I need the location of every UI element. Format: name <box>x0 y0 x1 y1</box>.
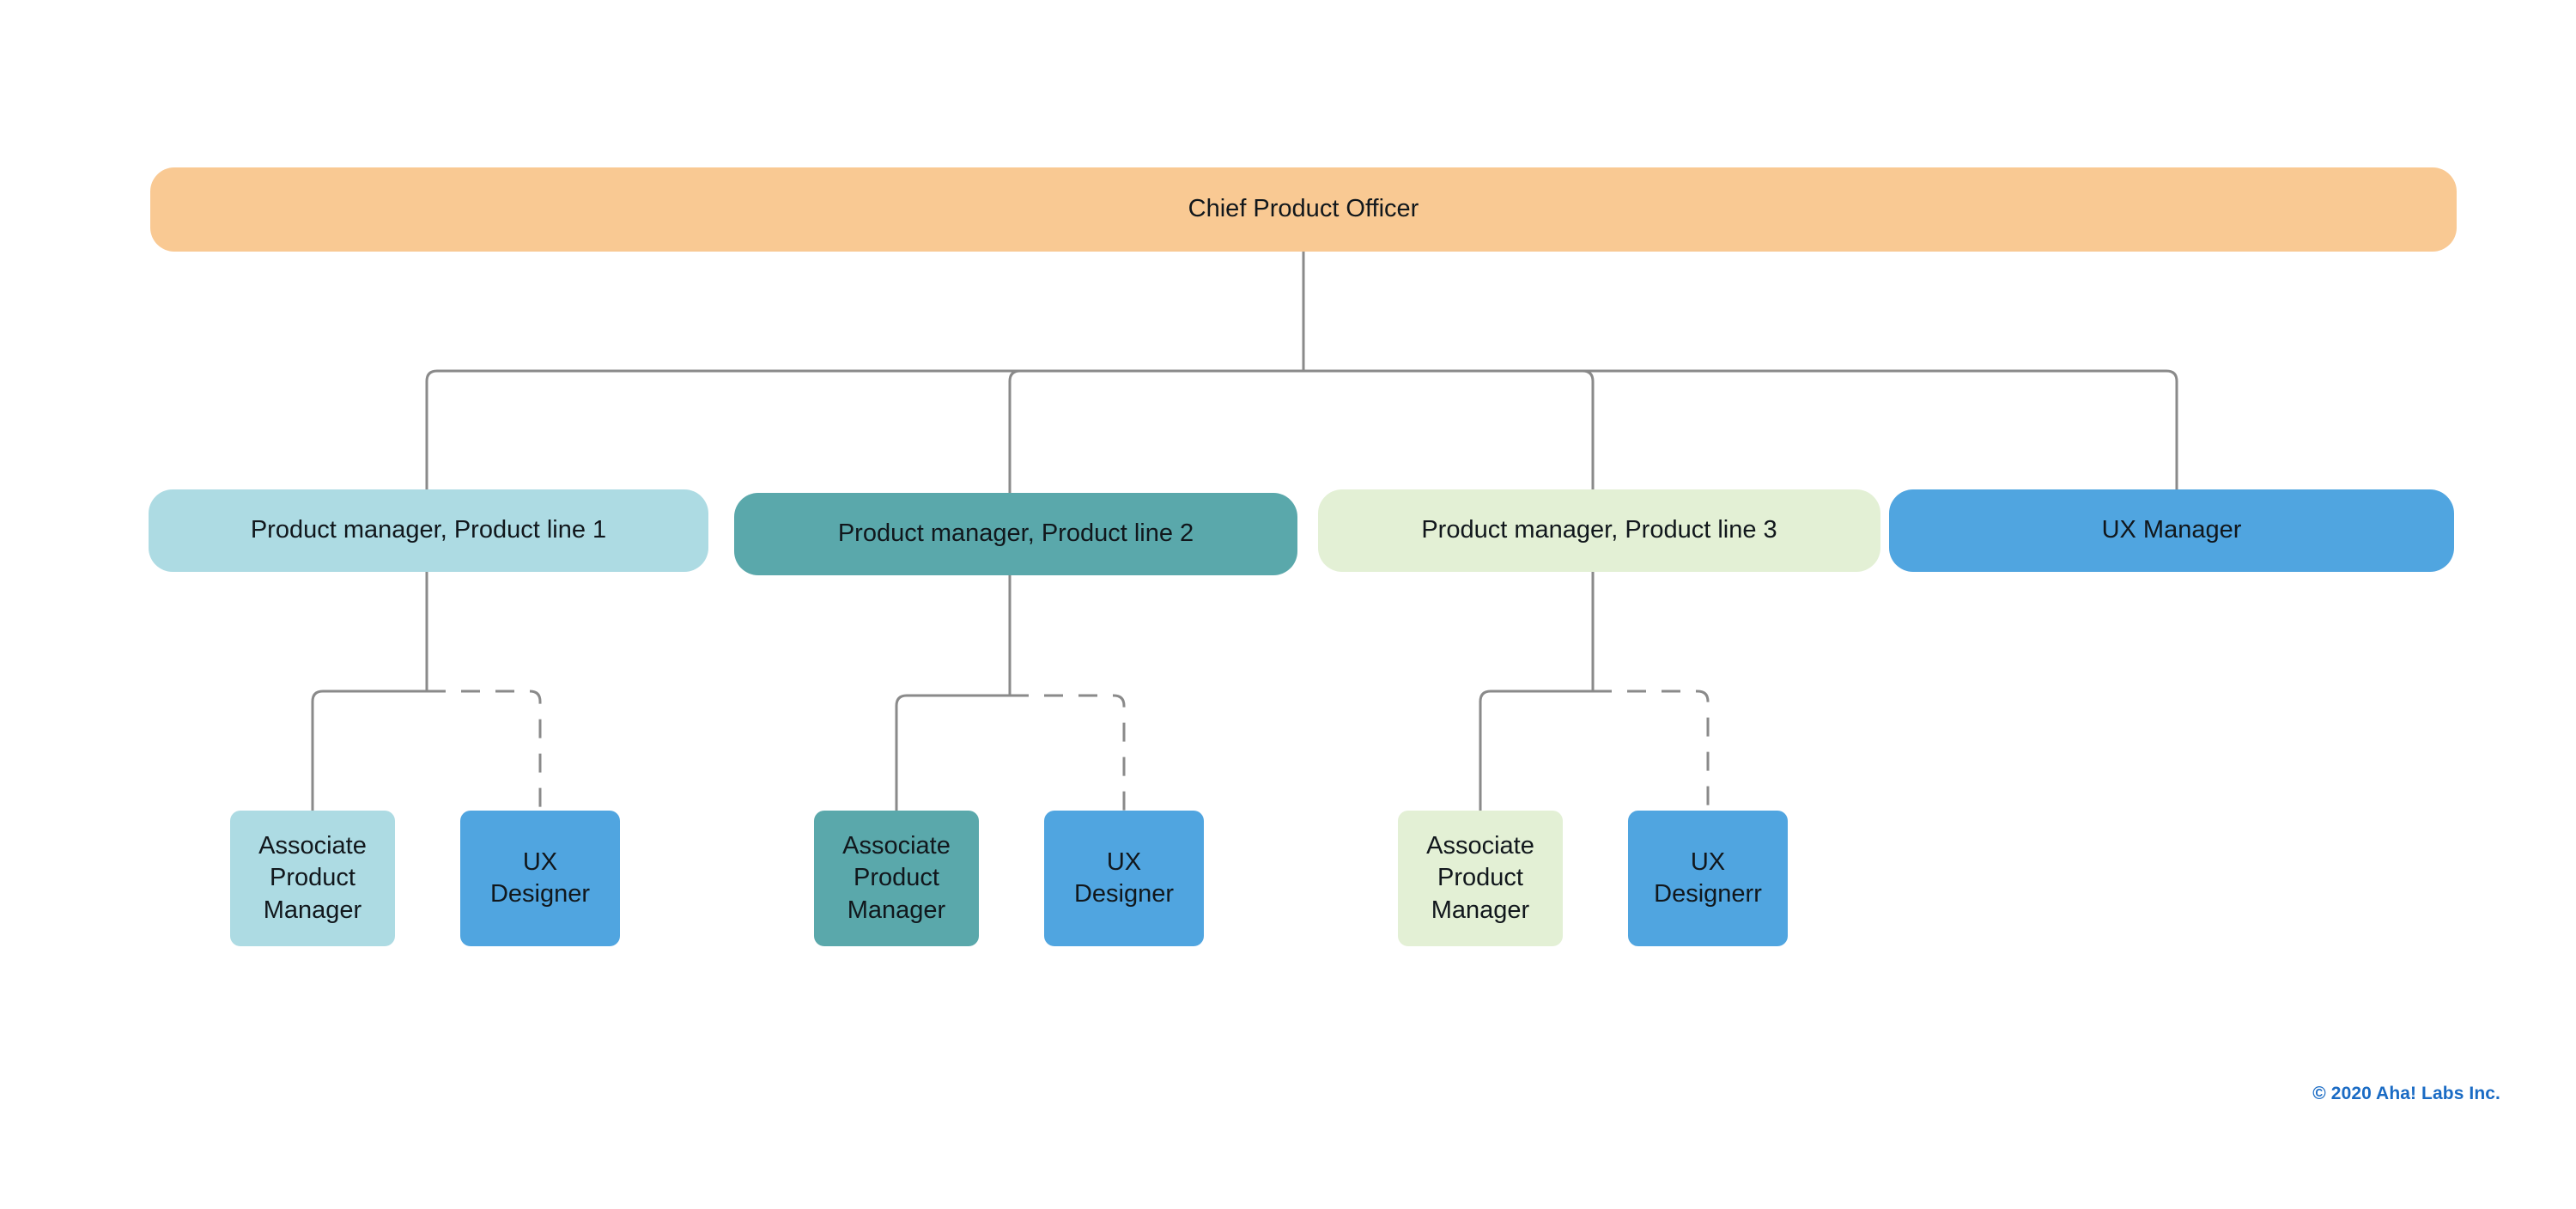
edge-bus-to-pm1 <box>425 369 1303 489</box>
node-label: UX Manager <box>2101 516 2242 544</box>
node-ux-manager[interactable]: UX Manager <box>1889 489 2454 572</box>
edge-dashed-to-uxd3 <box>1593 690 1710 811</box>
node-label: Associate Product Manager <box>842 832 951 924</box>
node-label: UX Designerr <box>1654 848 1762 908</box>
edge-bus-to-pm3 <box>1303 369 1595 489</box>
edge-dashed-to-uxd1 <box>427 690 542 811</box>
node-product-manager-line-2[interactable]: Product manager, Product line 2 <box>734 493 1297 575</box>
node-label: UX Designer <box>1073 848 1175 908</box>
node-label: Product manager, Product line 2 <box>837 519 1194 548</box>
edge-dashed-to-uxd2 <box>1010 694 1126 811</box>
node-product-manager-line-3[interactable]: Product manager, Product line 3 <box>1318 489 1880 572</box>
edge-pm1-to-apm1 <box>311 690 427 811</box>
edge-bus-to-pm2 <box>1008 369 1303 493</box>
edge-pm3-to-apm3 <box>1479 690 1593 811</box>
node-label: Product manager, Product line 1 <box>250 516 607 544</box>
node-ux-designer-2[interactable]: UX Designer <box>1044 811 1204 946</box>
node-label: UX Designer <box>489 848 591 908</box>
node-label: Product manager, Product line 3 <box>1421 516 1777 544</box>
node-label: Associate Product Manager <box>1426 832 1534 924</box>
node-label: Associate Product Manager <box>258 832 367 924</box>
node-associate-product-manager-2[interactable]: Associate Product Manager <box>814 811 979 946</box>
edge-bus-to-uxm <box>1303 369 2178 489</box>
node-chief-product-officer[interactable]: Chief Product Officer <box>150 167 2457 252</box>
node-associate-product-manager-1[interactable]: Associate Product Manager <box>230 811 395 946</box>
node-product-manager-line-1[interactable]: Product manager, Product line 1 <box>149 489 708 572</box>
edge-pm2-to-apm2 <box>895 694 1010 811</box>
node-label: Chief Product Officer <box>1188 195 1419 223</box>
node-associate-product-manager-3[interactable]: Associate Product Manager <box>1398 811 1563 946</box>
node-ux-designer-3[interactable]: UX Designerr <box>1628 811 1788 946</box>
copyright-notice: © 2020 Aha! Labs Inc. <box>2312 1084 2500 1103</box>
node-ux-designer-1[interactable]: UX Designer <box>460 811 620 946</box>
